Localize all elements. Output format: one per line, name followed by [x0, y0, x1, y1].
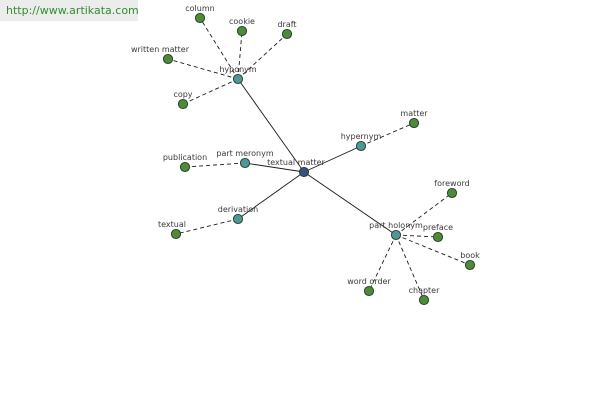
word-node-label: column [185, 4, 214, 13]
word-node-label: publication [163, 153, 207, 162]
word-node-label: textual [158, 220, 186, 229]
edge-part-holonym-chapter [395, 234, 425, 301]
word-node-dot[interactable] [177, 98, 189, 110]
word-node-dot[interactable] [408, 117, 420, 129]
edge-part-holonym-foreword [395, 192, 453, 236]
word-node-matter[interactable]: matter [400, 109, 428, 129]
edge-hyponym-cookie [237, 30, 243, 80]
edge-part-meronym-publication [184, 162, 246, 168]
word-node-foreword[interactable]: foreword [434, 179, 470, 199]
word-node-dot[interactable] [236, 25, 248, 37]
word-node-cookie[interactable]: cookie [229, 17, 255, 37]
watermark-link[interactable]: http://www.artikata.com [0, 0, 139, 21]
relation-node-label: part holonym [369, 221, 423, 230]
edge-derivation-textual [175, 218, 239, 235]
edge-center-derivation [237, 171, 305, 220]
word-node-dot[interactable] [170, 228, 182, 240]
relation-node-dot[interactable] [232, 213, 244, 225]
relation-node-hypernym[interactable]: hypernym [341, 132, 382, 152]
word-node-textual[interactable]: textual [158, 220, 186, 240]
edge-part-holonym-book [395, 234, 471, 266]
word-node-preface[interactable]: preface [423, 223, 453, 243]
word-node-label: foreword [434, 179, 469, 188]
edge-part-holonym-preface [395, 234, 439, 238]
graph-edges [167, 17, 471, 301]
word-node-dot[interactable] [418, 294, 430, 306]
edge-hyponym-copy [182, 78, 239, 105]
relation-node-label: hypernym [341, 132, 382, 141]
edge-hyponym-written-matter [167, 58, 239, 80]
word-node-label: cookie [229, 17, 255, 26]
word-node-book[interactable]: book [460, 251, 480, 271]
relation-node-label: part meronym [216, 149, 273, 158]
relation-node-dot[interactable] [390, 229, 402, 241]
relation-node-hyponym[interactable]: hyponym [219, 65, 257, 85]
word-node-label: copy [173, 90, 192, 99]
word-node-dot[interactable] [464, 259, 476, 271]
relation-node-dot[interactable] [232, 73, 244, 85]
word-node-label: word order [347, 277, 391, 286]
word-node-dot[interactable] [194, 12, 206, 24]
edge-hyponym-column [199, 17, 239, 80]
edge-center-hypernym [303, 145, 362, 173]
word-node-dot[interactable] [281, 28, 293, 40]
graph-nodes: column cookie draft written matter copy hypon… [131, 4, 480, 306]
word-node-word-order[interactable]: word order [347, 277, 391, 297]
word-node-chapter[interactable]: chapter [409, 286, 441, 306]
edge-center-hyponym [237, 78, 305, 173]
word-node-copy[interactable]: copy [173, 90, 193, 110]
word-node-dot[interactable] [363, 285, 375, 297]
edge-part-holonym-word-order [368, 234, 397, 292]
word-node-dot[interactable] [162, 53, 174, 65]
word-node-dot[interactable] [446, 187, 458, 199]
edge-center-part-meronym [244, 162, 305, 173]
word-node-label: book [460, 251, 480, 260]
word-node-draft[interactable]: draft [277, 20, 297, 40]
relation-node-dot[interactable] [355, 140, 367, 152]
relation-node-dot[interactable] [239, 157, 251, 169]
relation-node-part-holonym[interactable]: part holonym [369, 221, 423, 241]
word-node-dot[interactable] [179, 161, 191, 173]
relation-node-derivation[interactable]: derivation [218, 205, 258, 225]
word-node-column[interactable]: column [185, 4, 215, 24]
relation-node-part-meronym[interactable]: part meronym [216, 149, 274, 169]
center-node-textual-matter[interactable]: textual matter [267, 158, 326, 178]
word-node-written-matter[interactable]: written matter [131, 45, 190, 65]
word-node-label: preface [423, 223, 453, 232]
word-node-label: written matter [131, 45, 190, 54]
center-node-dot[interactable] [298, 166, 310, 178]
center-node-label: textual matter [267, 158, 325, 167]
word-node-label: chapter [409, 286, 441, 295]
relation-node-label: derivation [218, 205, 258, 214]
word-node-dot[interactable] [432, 231, 444, 243]
word-node-label: matter [400, 109, 428, 118]
word-node-publication[interactable]: publication [163, 153, 207, 173]
word-node-label: draft [277, 20, 296, 29]
relation-node-label: hyponym [219, 65, 257, 74]
edge-hypernym-matter [360, 122, 415, 147]
edge-center-part-holonym [303, 171, 397, 236]
